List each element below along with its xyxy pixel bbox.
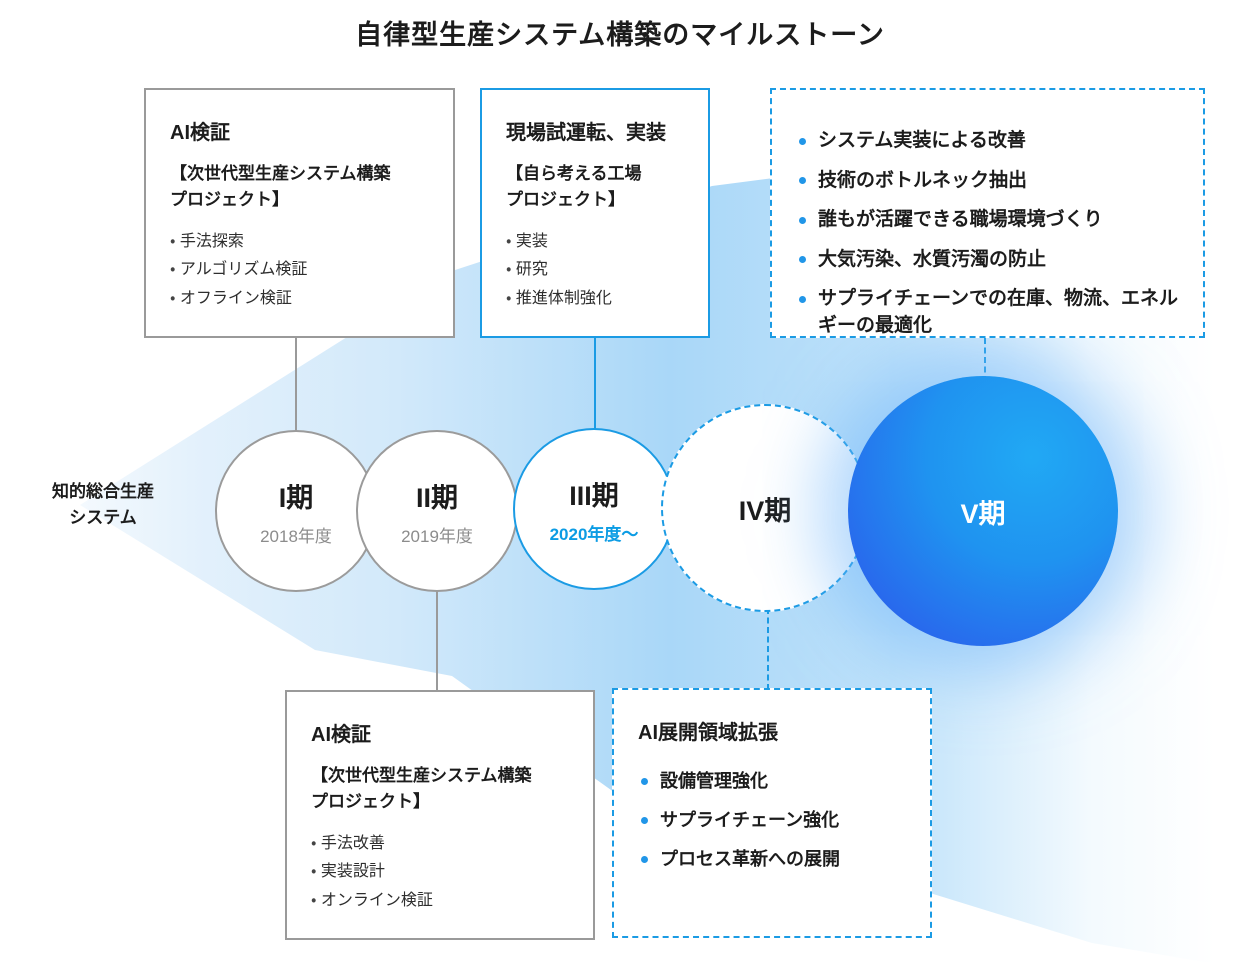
phase-1-label: I期 (278, 482, 314, 513)
connector-box-to-phase1 (295, 338, 297, 436)
bullet-item: 設備管理強化 (638, 769, 906, 794)
bullet-list: システム実装による改善技術のボトルネック抽出誰もが活躍できる職場環境づくり大気汚… (796, 128, 1179, 340)
phase-3-label: III期 (569, 480, 619, 511)
phase-4-label: IV期 (738, 495, 792, 526)
bullet-item: 手法改善 (311, 830, 569, 859)
box-title: AI検証 (170, 122, 230, 144)
phase-circle-2: II期 2019年度 (356, 430, 518, 592)
connector-box-to-phase5 (984, 338, 986, 382)
box-title: 現場試運転、実装 (506, 122, 666, 144)
connector-phase4-to-box (767, 608, 769, 690)
phase-5-label: V期 (960, 498, 1006, 529)
phase-circle-3: III期 2020年度～ (513, 428, 675, 590)
bullet-item: 推進体制強化 (506, 285, 684, 314)
box-ai-verification-phase1: AI検証 【次世代型生産システム構築 プロジェクト】 手法探索アルゴリズム検証オ… (144, 88, 455, 338)
bullet-list: 設備管理強化サプライチェーン強化プロセス革新への展開 (638, 769, 906, 873)
box-ai-expansion: AI展開領域拡張 設備管理強化サプライチェーン強化プロセス革新への展開 (612, 688, 932, 938)
bullet-item: オンライン検証 (311, 887, 569, 916)
box-phase5-goals: システム実装による改善技術のボトルネック抽出誰もが活躍できる職場環境づくり大気汚… (770, 88, 1205, 338)
phase-2-label: II期 (415, 482, 458, 513)
bullet-item: 技術のボトルネック抽出 (796, 168, 1179, 195)
phase-circle-4: IV期 (661, 404, 869, 612)
bullet-item: 実装設計 (311, 858, 569, 887)
box-field-trial-implementation: 現場試運転、実装 【自ら考える工場 プロジェクト】 実装研究推進体制強化 (480, 88, 710, 338)
phase-3-year: 2020年度～ (549, 524, 639, 544)
bullet-item: 研究 (506, 256, 684, 285)
bullet-item: 大気汚染、水質汚濁の防止 (796, 247, 1179, 274)
bullet-item: 誰もが活躍できる職場環境づくり (796, 207, 1179, 234)
bullet-list: 手法探索アルゴリズム検証オフライン検証 (170, 228, 429, 314)
phase-1-year: 2018年度 (260, 526, 332, 546)
connector-phase2-to-box (436, 588, 438, 692)
bullet-item: サプライチェーン強化 (638, 808, 906, 833)
box-title: AI検証 (311, 724, 371, 746)
page-title: 自律型生産システム構築のマイルストーン (355, 20, 885, 50)
box-title: AI展開領域拡張 (638, 722, 778, 744)
bullet-list: 手法改善実装設計オンライン検証 (311, 830, 569, 916)
bullet-item: サプライチェーンでの在庫、物流、エネルギーの最適化 (796, 286, 1179, 339)
bullet-item: プロセス革新への展開 (638, 847, 906, 872)
bullet-item: 手法探索 (170, 228, 429, 257)
phase-2-year: 2019年度 (401, 526, 473, 546)
box-subtitle: 【自ら考える工場 プロジェクト】 (506, 164, 642, 210)
bullet-item: アルゴリズム検証 (170, 256, 429, 285)
phase-circle-5: V期 (848, 376, 1118, 646)
bullet-list: 実装研究推進体制強化 (506, 228, 684, 314)
box-subtitle: 【次世代型生産システム構築 プロジェクト】 (170, 164, 391, 210)
bullet-item: オフライン検証 (170, 285, 429, 314)
bullet-item: システム実装による改善 (796, 128, 1179, 155)
phase-circle-1: I期 2018年度 (215, 430, 377, 592)
bullet-item: 実装 (506, 228, 684, 257)
side-label-intelligent-production-system: 知的総合生産 システム (52, 482, 154, 528)
box-subtitle: 【次世代型生産システム構築 プロジェクト】 (311, 766, 532, 812)
connector-box-to-phase3 (594, 338, 596, 432)
box-ai-verification-phase2: AI検証 【次世代型生産システム構築 プロジェクト】 手法改善実装設計オンライン… (285, 690, 595, 940)
